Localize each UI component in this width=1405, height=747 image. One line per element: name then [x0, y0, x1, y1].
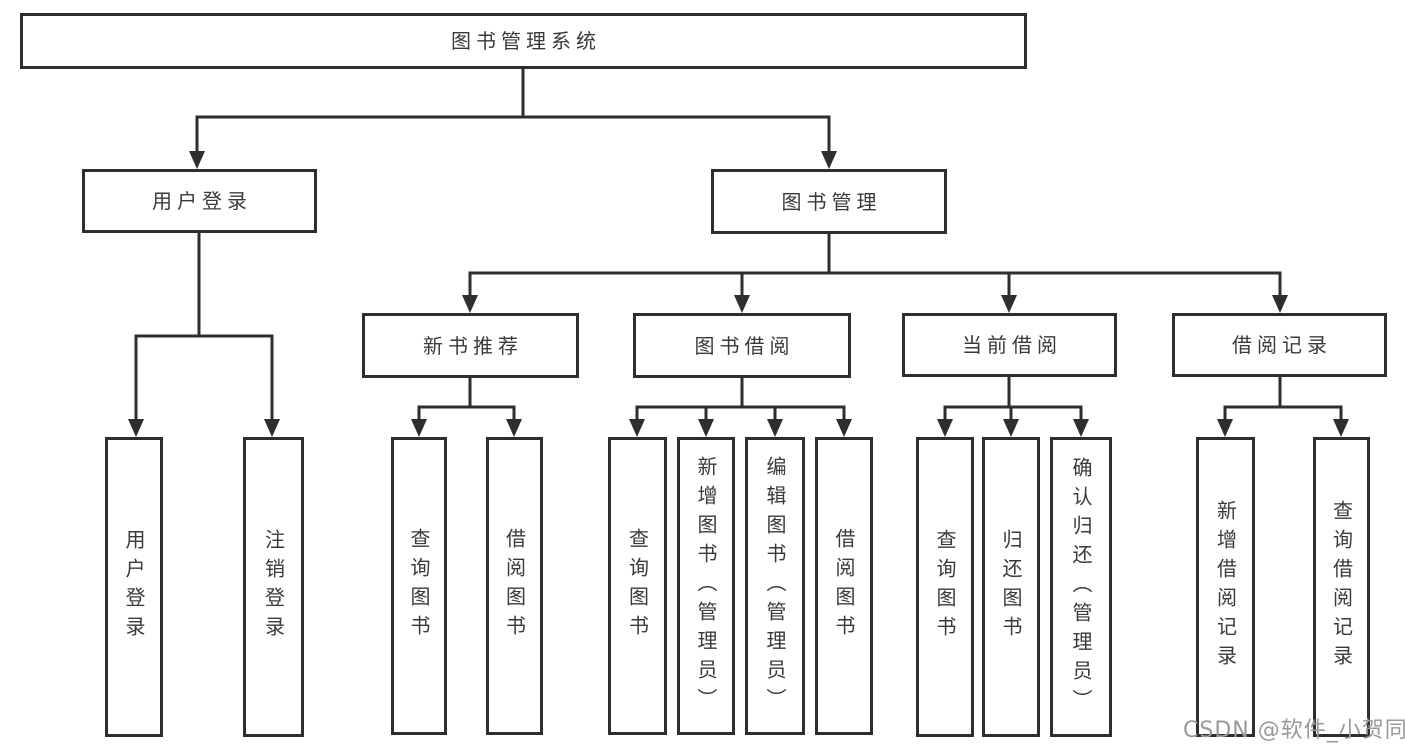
node-query-borrow-record: 查询借阅记录 — [1313, 437, 1370, 737]
node-current-borrow: 当前借阅 — [902, 313, 1117, 377]
node-edit-book-admin: 编辑图书（管理员） — [745, 437, 805, 735]
node-query-books-current: 查询图书 — [916, 437, 974, 737]
node-book-borrow: 图书借阅 — [633, 313, 851, 378]
node-return-book: 归还图书 — [982, 437, 1040, 737]
node-label: 查询借阅记录 — [1329, 500, 1354, 674]
node-user-login-action: 用户登录 — [105, 437, 163, 737]
node-user-login: 用户登录 — [82, 169, 317, 233]
node-label: 图书借阅 — [694, 333, 795, 358]
node-logout-action: 注销登录 — [243, 437, 304, 737]
node-add-borrow-record: 新增借阅记录 — [1196, 437, 1255, 737]
node-label: 当前借阅 — [962, 333, 1062, 357]
node-label: 查询图书 — [933, 529, 957, 645]
node-label: 借阅图书 — [502, 528, 527, 644]
node-query-books-borrow: 查询图书 — [608, 437, 667, 735]
node-label: 用户登录 — [122, 529, 146, 645]
node-confirm-return-admin: 确认归还（管理员） — [1050, 437, 1112, 737]
watermark-text: CSDN @软件_小贺同学 — [1183, 718, 1405, 743]
node-new-book-recommend: 新书推荐 — [362, 313, 579, 378]
node-borrow-books: 借阅图书 — [815, 437, 873, 735]
node-library-management-system: 图书管理系统 — [20, 13, 1027, 69]
node-borrow-books-recommend: 借阅图书 — [486, 437, 543, 735]
node-label: 新增借阅记录 — [1213, 500, 1238, 674]
node-book-management: 图书管理 — [711, 169, 947, 234]
node-label: 确认归还（管理员） — [1069, 456, 1093, 718]
node-label: 查询图书 — [407, 528, 431, 644]
node-label: 注销登录 — [261, 529, 286, 645]
node-label: 借阅记录 — [1232, 333, 1332, 357]
node-label: 归还图书 — [999, 529, 1023, 645]
node-query-books-recommend: 查询图书 — [391, 437, 447, 735]
node-label: 借阅图书 — [832, 528, 856, 644]
node-label: 新增图书（管理员） — [694, 455, 718, 717]
node-label: 图书管理系统 — [451, 29, 601, 53]
node-borrow-records: 借阅记录 — [1172, 313, 1387, 377]
node-label: 查询图书 — [625, 528, 650, 644]
node-label: 图书管理 — [781, 189, 882, 214]
node-label: 编辑图书（管理员） — [763, 455, 787, 717]
node-label: 用户登录 — [152, 189, 252, 213]
node-label: 新书推荐 — [423, 333, 523, 358]
node-add-book-admin: 新增图书（管理员） — [677, 437, 735, 735]
